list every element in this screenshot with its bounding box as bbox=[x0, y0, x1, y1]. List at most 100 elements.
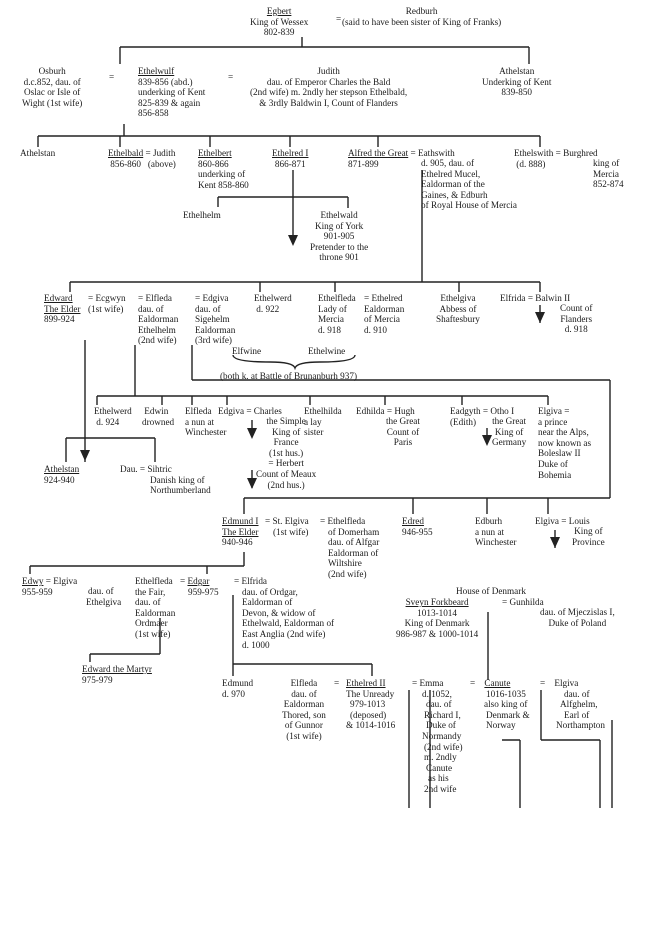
person-title: Abbess of bbox=[439, 303, 477, 314]
spouse-name: = Elfleda bbox=[138, 293, 173, 303]
spouse-note: d. 905, dau. of bbox=[421, 158, 475, 168]
spouse-name: = Emma bbox=[412, 678, 444, 688]
person-name: Ethelhilda bbox=[304, 406, 342, 416]
person-name: Edmund bbox=[222, 678, 254, 688]
person-title: Shaftesbury bbox=[436, 314, 480, 325]
person-name: Elfrida bbox=[500, 293, 526, 303]
person-name: Athelstan bbox=[44, 464, 80, 474]
person-note: underking of Kent bbox=[138, 87, 206, 98]
person-dates: 975-979 bbox=[82, 674, 113, 685]
spouse-note: Ealdorman bbox=[364, 303, 405, 314]
person-ethelgiva: Ethelgiva Abbess of Shaftesbury bbox=[436, 293, 480, 325]
person-dates: 924-940 bbox=[44, 474, 75, 485]
spouse-name: Elfleda bbox=[290, 678, 318, 688]
spouse-note: Count of bbox=[386, 426, 420, 437]
person-dates: 839-856 (abd.) bbox=[138, 76, 193, 87]
spouse-note: Thored, son bbox=[282, 709, 326, 720]
spouse-note: King of bbox=[271, 426, 301, 437]
person-name: Canute bbox=[484, 678, 511, 688]
spouse-name: = Hugh bbox=[386, 406, 415, 416]
spouse-note: Ealdorman of bbox=[242, 597, 293, 608]
spouse-otho-notes: the Great King of Germany bbox=[492, 416, 526, 448]
elfrida-descent-arrow bbox=[535, 312, 545, 323]
person-name: Edwin bbox=[144, 406, 169, 416]
spouse-note: Gaines, & Edburh bbox=[421, 189, 488, 200]
person-name: Ethelwine bbox=[308, 346, 346, 356]
person-note: dau. of Emperor Charles the Bald bbox=[266, 76, 391, 87]
person-name: Edward the Martyr bbox=[82, 664, 152, 674]
spouse-note: dau. of bbox=[426, 699, 452, 710]
person-eadgyth: Eadgyth = Otho I (Edith) bbox=[450, 406, 514, 427]
person-name: Edmund I bbox=[222, 516, 259, 526]
person-name: Alfred the Great bbox=[348, 148, 409, 158]
spouse-name: = Herbert bbox=[268, 458, 304, 469]
spouse-note: Richard I, bbox=[424, 709, 461, 720]
marriage-sign: = bbox=[540, 678, 546, 688]
person-note: a nun at bbox=[185, 416, 215, 427]
spouse-name: = Ecgwyn bbox=[88, 293, 126, 303]
person-note: throne 901 bbox=[319, 252, 359, 263]
person-note: (2nd wife) m. 2ndly her stepson Ethelbal… bbox=[250, 87, 408, 98]
person-name: Osburh bbox=[38, 66, 66, 76]
spouse-name: Elgiva bbox=[554, 678, 579, 688]
person-note: Winchester bbox=[475, 537, 517, 548]
person-name: Elgiva bbox=[538, 406, 562, 416]
person-title: Mercia bbox=[318, 314, 345, 325]
person-ethelwulf: Ethelwulf 839-856 (abd.) underking of Ke… bbox=[138, 66, 205, 119]
person-name: Redburh bbox=[405, 6, 438, 16]
person-note: dau. of bbox=[135, 597, 161, 608]
person-dates: 901-905 bbox=[323, 231, 355, 242]
person-ethelfleda-fair: Ethelfleda the Fair, dau. of Ealdorman O… bbox=[135, 576, 175, 640]
person-dates: 871-899 bbox=[348, 158, 379, 169]
spouse-note: King of bbox=[494, 426, 524, 437]
spouse-edgiva: = Edgiva dau. of Sigehelm Ealdorman (3rd… bbox=[195, 293, 235, 346]
person-epithet: The Elder bbox=[222, 526, 259, 537]
person-athelstan-king: Athelstan 924-940 bbox=[44, 464, 79, 485]
spouse-note: (1st hus.) bbox=[269, 447, 304, 458]
spouse-note: Province bbox=[572, 536, 605, 547]
person-name: Judith bbox=[317, 66, 340, 76]
marriage-sign: = bbox=[334, 678, 340, 688]
spouse-ethelred-mercia: = Ethelred Ealdorman of Mercia d. 910 bbox=[364, 293, 404, 335]
person-title: Underking of Kent bbox=[482, 76, 552, 87]
person-dates: d. 918 bbox=[318, 324, 341, 335]
spouse-note: Sigehelm bbox=[195, 314, 230, 325]
spouse-note: dau. of bbox=[564, 688, 590, 699]
note-text: (both k. at Battle of Brunanburh 937) bbox=[220, 371, 358, 381]
spouse-ethelgiva-line: Ethelgiva bbox=[86, 597, 121, 608]
spouse-name: = Eathswith bbox=[410, 148, 455, 158]
spouse-note: Danish king of bbox=[150, 474, 205, 485]
spouse-note: (1st wife) bbox=[273, 526, 309, 537]
person-edward-elder: Edward The Elder 899-924 bbox=[44, 293, 80, 325]
spouse-elfrida-ordgar: = Elfrida dau. of Ordgar, Ealdorman of D… bbox=[234, 576, 334, 650]
spouse-note: of Mercia bbox=[364, 314, 400, 325]
spouse-note: near the Alps, bbox=[538, 427, 589, 438]
spouse-note: 852-874 bbox=[593, 179, 624, 190]
person-elfleda-nun: Elfleda a nun at Winchester bbox=[185, 406, 226, 438]
spouse-name: = Ethelred bbox=[364, 293, 403, 303]
person-note: d.c.852, dau. of bbox=[23, 76, 81, 87]
person-dates: 802-839 bbox=[263, 27, 295, 38]
person-note: Pretender to the bbox=[310, 241, 369, 252]
person-judith: Judith dau. of Emperor Charles the Bald … bbox=[250, 66, 407, 108]
person-note: a lay bbox=[304, 416, 322, 427]
spouse-note: Ealdorman bbox=[138, 314, 179, 325]
spouse-gunhilda-notes: dau. of Mjeczislas I, Duke of Poland bbox=[540, 607, 615, 628]
person-note: & 3rdly Baldwin I, Count of Flanders bbox=[259, 97, 398, 108]
person-note: Denmark & bbox=[486, 709, 530, 720]
person-name: Edwy bbox=[22, 576, 44, 586]
person-name: Edburh bbox=[475, 516, 503, 526]
spouse-note: dau. of bbox=[138, 303, 164, 314]
person-ethelwerd: Ethelwerd d. 922 bbox=[254, 293, 292, 314]
person-ethelbald: Ethelbald = Judith 856-860 (above) bbox=[108, 148, 176, 169]
person-burghred-notes: king of Mercia 852-874 bbox=[593, 158, 624, 190]
eadgyth-descent-arrow bbox=[482, 435, 492, 446]
person-dates: (d. 888) bbox=[516, 158, 546, 169]
spouse-ethelfleda-domerham: = Ethelfleda of Domerham dau. of Alfgar … bbox=[320, 516, 379, 580]
spouse-note: (1st wife) bbox=[88, 303, 124, 314]
person-name: Edward bbox=[44, 293, 73, 303]
spouse-note: the Simple bbox=[266, 416, 306, 426]
brunanburh-note: (both k. at Battle of Brunanburh 937) bbox=[220, 371, 357, 382]
person-dates: 1013-1014 bbox=[417, 607, 457, 618]
person-name: Ethelwerd bbox=[94, 406, 132, 416]
